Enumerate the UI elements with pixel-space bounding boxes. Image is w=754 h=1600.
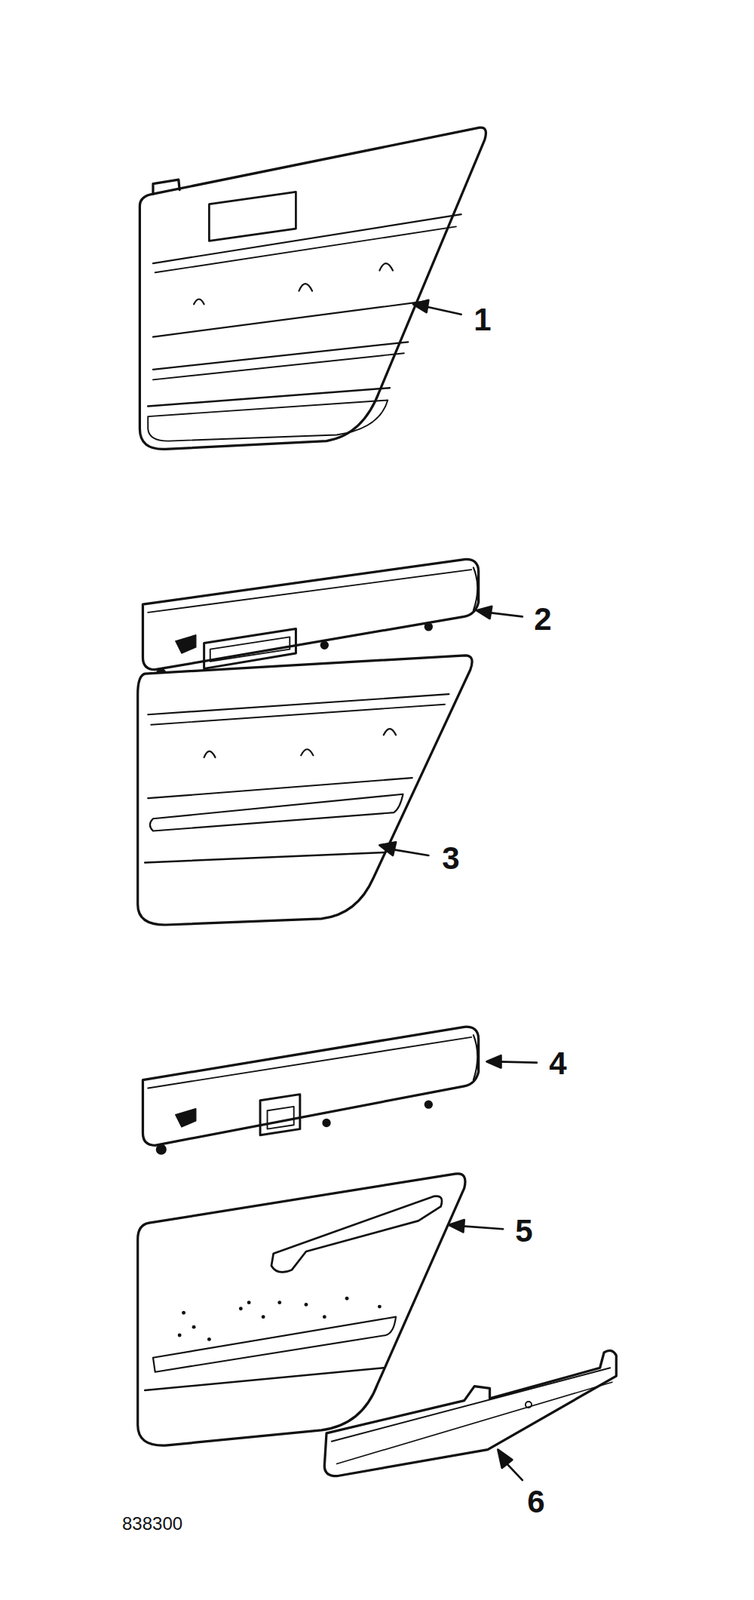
leader-arrow xyxy=(379,300,537,1480)
door-trim-panel xyxy=(137,655,473,925)
figure-code: 838300 xyxy=(122,1514,183,1533)
door-trim-panel xyxy=(139,127,486,449)
callout-number: 6 xyxy=(527,1485,545,1518)
callout-number: 5 xyxy=(514,1214,533,1247)
callout-number: 1 xyxy=(473,303,491,336)
door-trim-panel xyxy=(137,1173,466,1445)
callout-number: 3 xyxy=(441,842,460,874)
callout-number: 4 xyxy=(548,1047,567,1079)
armrest-lower-strip xyxy=(324,1349,617,1475)
callout-number: 2 xyxy=(533,603,552,635)
armrest-upper-trim xyxy=(142,1026,479,1153)
